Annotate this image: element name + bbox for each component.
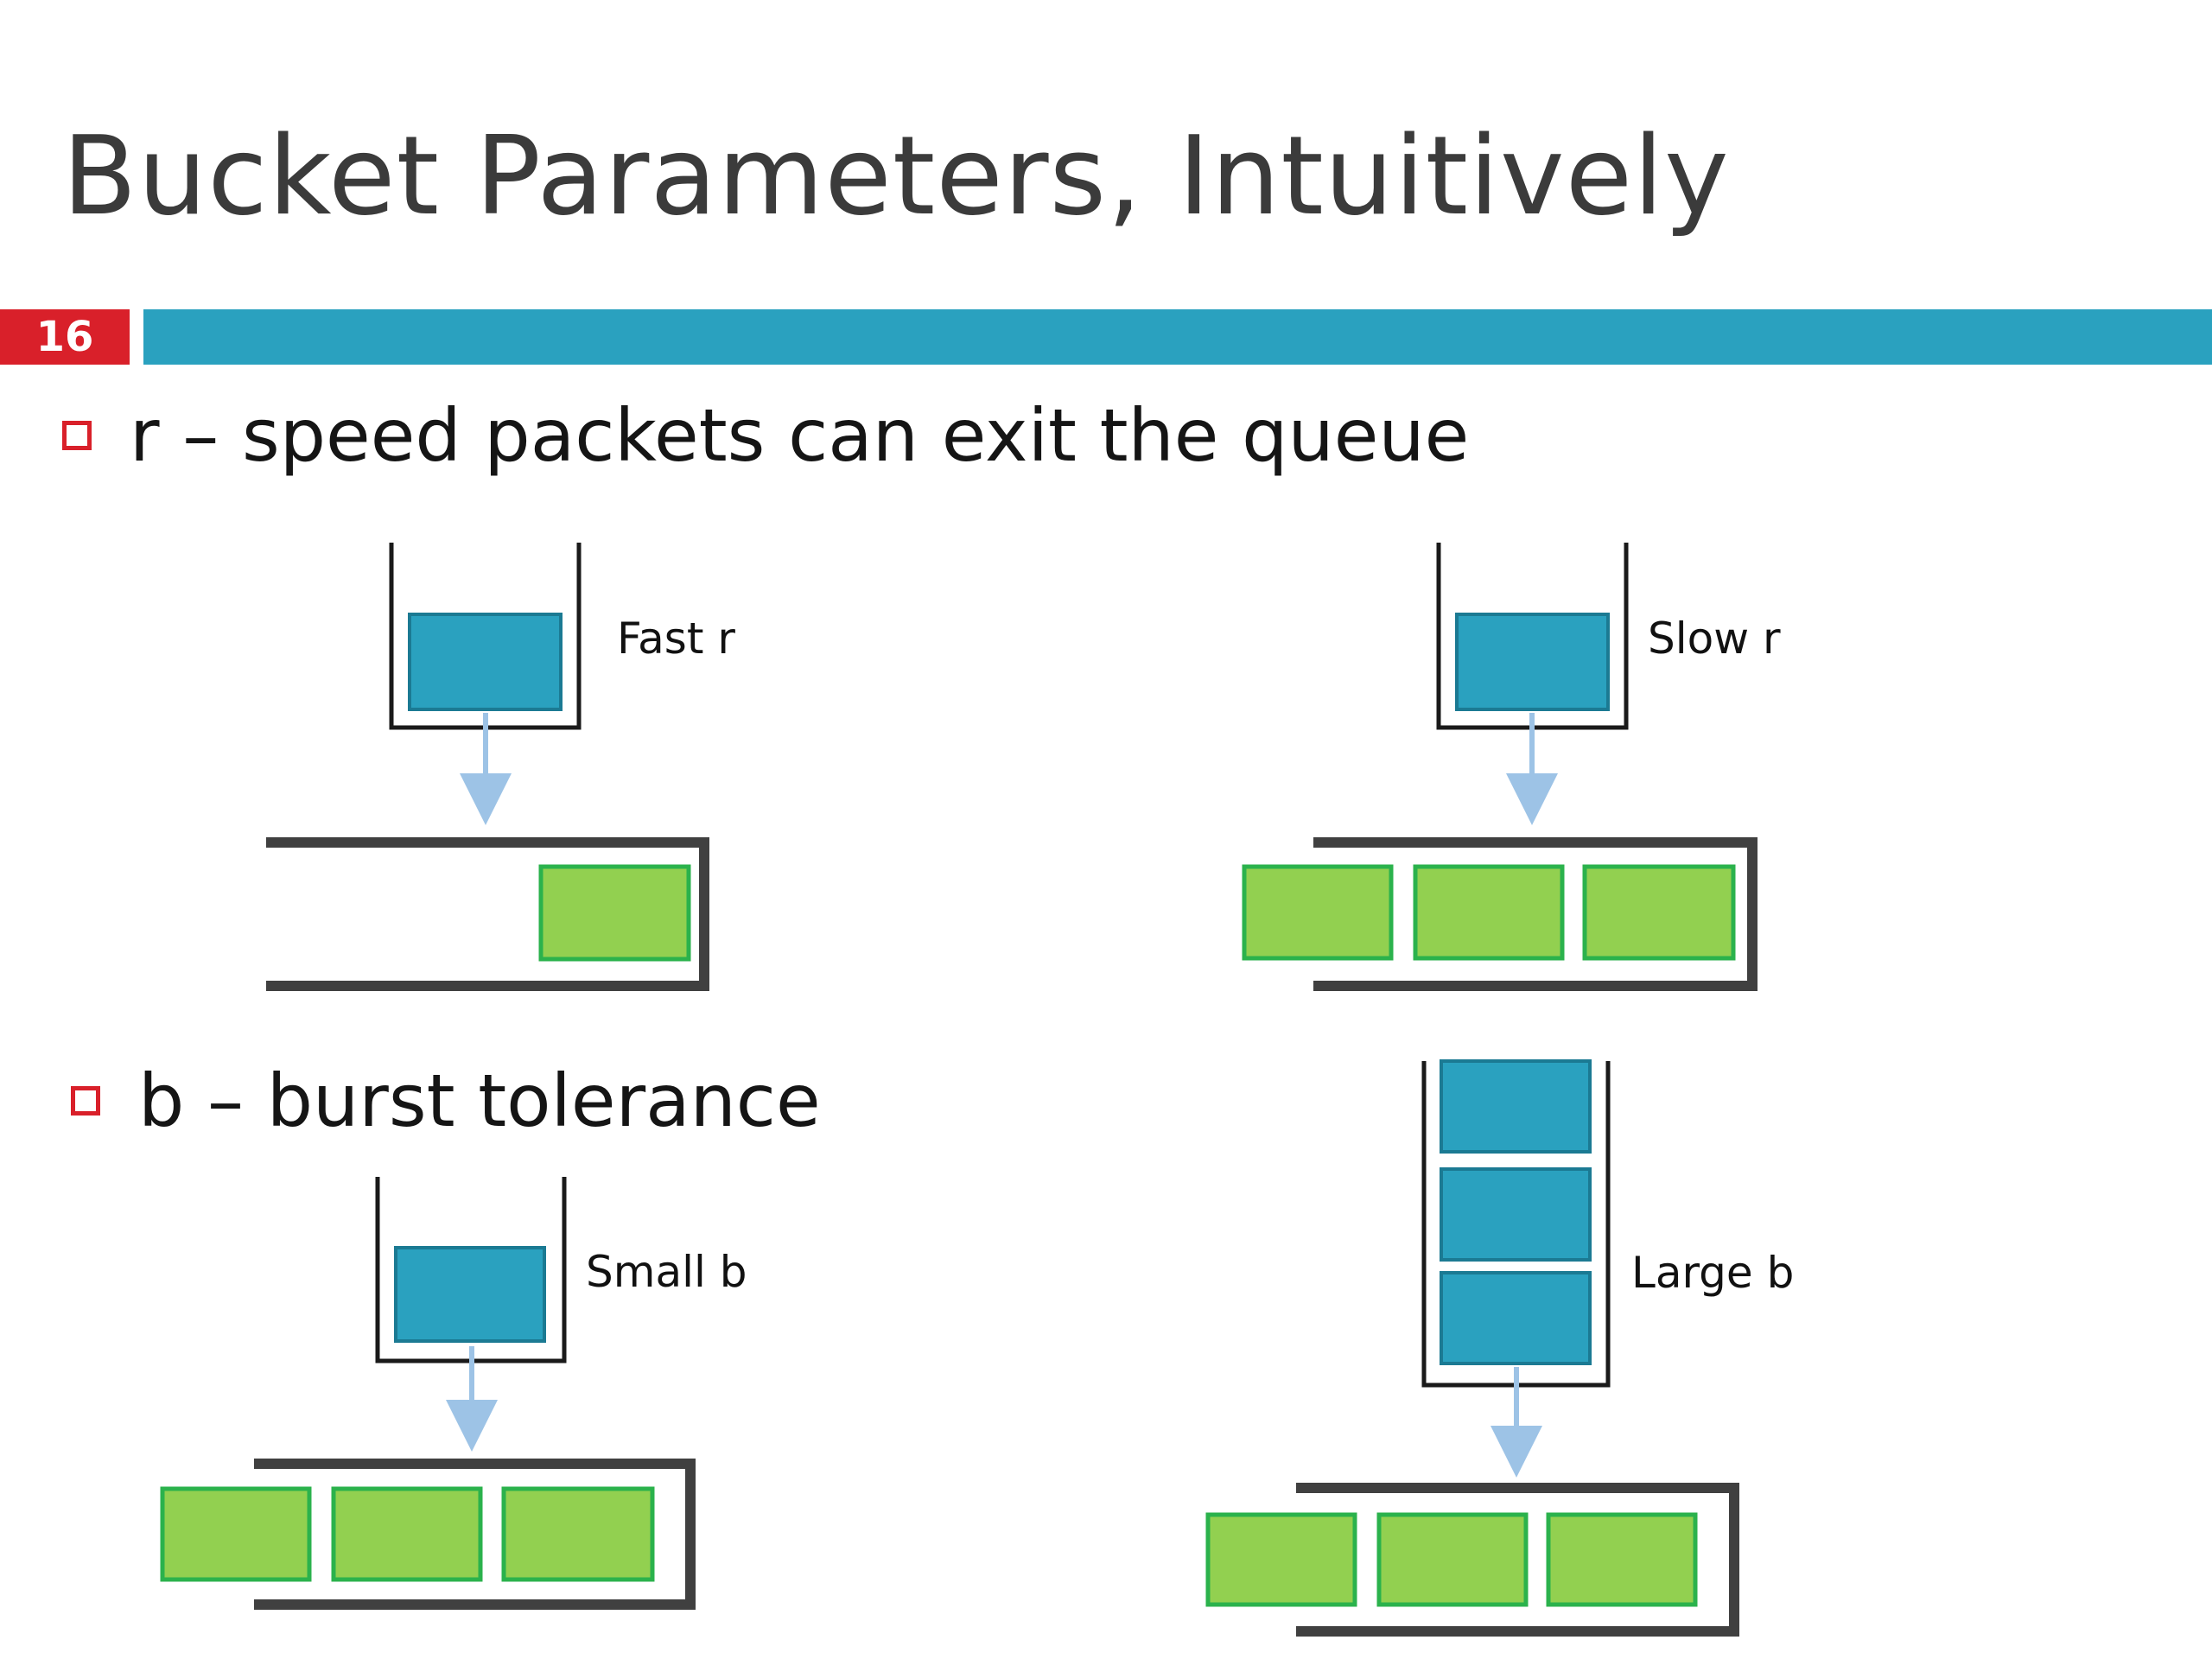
packet [1546, 1512, 1698, 1607]
packet [1205, 1512, 1357, 1607]
small-b-label: Small b [586, 1247, 747, 1297]
token [1440, 1271, 1592, 1365]
packet [1413, 864, 1565, 961]
bullet-burst-text: b – burst tolerance [138, 1058, 821, 1143]
token [1455, 613, 1610, 711]
fast-r-diagram: Fast r [266, 543, 735, 991]
square-bullet-icon [71, 1086, 100, 1116]
slow-r-diagram: Slow r [1242, 543, 1781, 991]
token [1440, 1059, 1592, 1154]
slide-number: 16 [0, 309, 130, 365]
token [408, 613, 563, 711]
bullet-rate-text: r – speed packets can exit the queue [130, 393, 1470, 478]
bullet-burst: b – burst tolerance [71, 1058, 821, 1143]
small-b-diagram: Small b [160, 1177, 747, 1610]
packet [501, 1486, 655, 1582]
queue-outline [254, 1459, 696, 1610]
accent-bar [143, 309, 2212, 365]
packet [1242, 864, 1394, 961]
slide-title: Bucket Parameters, Intuitively [62, 112, 1730, 239]
packet [538, 864, 691, 962]
packet [1376, 1512, 1529, 1607]
fast-r-label: Fast r [617, 613, 735, 664]
bullet-rate: r – speed packets can exit the queue [62, 393, 1469, 478]
token [1440, 1167, 1592, 1262]
large-b-label: Large b [1631, 1248, 1794, 1298]
slow-r-label: Slow r [1648, 613, 1781, 664]
large-b-diagram: Large b [1205, 1059, 1794, 1637]
token [394, 1246, 546, 1343]
packet [160, 1486, 312, 1582]
square-bullet-icon [62, 421, 92, 450]
queue-outline [266, 837, 709, 991]
packet [1582, 864, 1736, 961]
queue-outline [1296, 1483, 1739, 1637]
queue-outline [1313, 837, 1758, 991]
packet [331, 1486, 483, 1582]
